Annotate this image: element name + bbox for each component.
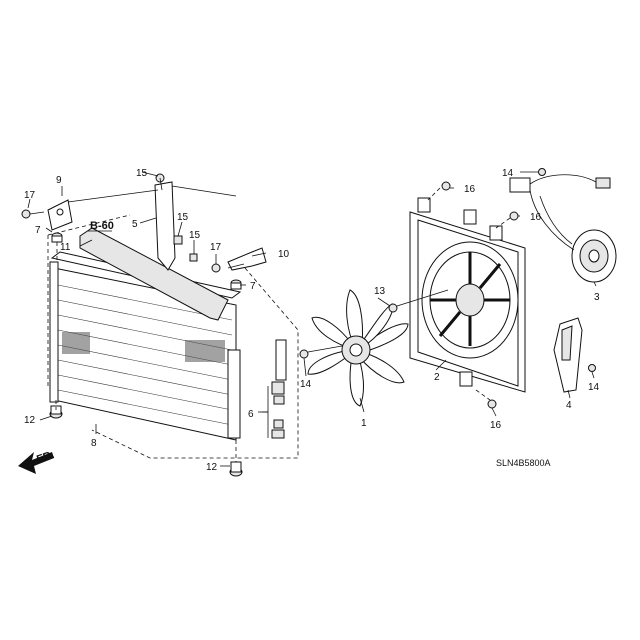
mount-cushion-upper-left [51,232,63,243]
callout-17-left: 17 [24,190,36,201]
front-label: FR. [35,449,56,466]
bolt-17-left [21,209,45,219]
fan-shroud [409,197,526,393]
callout-12-right: 12 [206,462,218,473]
callout-8: 8 [91,438,97,449]
screw-14-right [588,364,596,372]
bolt-17-right [211,263,221,273]
front-arrow-icon [18,452,54,474]
bracket-4 [553,317,583,393]
callout-4: 4 [566,400,572,411]
callout-13: 13 [374,286,386,297]
seal-strip [79,227,229,321]
callout-7-left: 7 [35,225,41,236]
callout-7-right: 7 [250,281,256,292]
callout-10: 10 [278,249,290,260]
receiver-drier [227,349,241,439]
callout-6: 6 [248,409,254,420]
callout-11: 11 [60,242,71,253]
bolt-15-low [189,253,198,262]
bracket-10 [227,247,267,271]
cooling-fan [307,289,409,407]
bolt-13 [388,289,449,313]
mount-cushion-upper-right [230,279,242,290]
diagram-code: SLN4B5800A [496,458,551,468]
callout-14-right: 14 [588,382,600,393]
callout-16-right: 16 [530,212,542,223]
bolt-15-mid [173,235,183,245]
condenser-assembly [47,214,299,477]
bolt-16-right [509,211,519,221]
callout-12-left: 12 [24,415,36,426]
mount-cushion-right [229,461,243,477]
callout-17-right: 17 [210,242,222,253]
callout-14-top: 14 [502,168,514,179]
motor-connector [509,177,531,193]
callout-14-fan: 14 [300,379,312,390]
bracket-5 [154,181,176,271]
callout-9: 9 [56,175,62,186]
callout-3: 3 [594,292,600,303]
bolt-16-top [441,181,451,191]
callout-1: 1 [361,418,367,429]
callout-15-low: 15 [189,230,201,241]
pipe-6 [262,339,287,439]
fan-motor [509,174,617,283]
callout-16-top: 16 [464,184,476,195]
callout-16-bottom: 16 [490,420,502,431]
callout-15-mid: 15 [177,212,189,223]
bolt-16-bottom [487,399,497,409]
callout-2: 2 [434,372,440,383]
callout-15-top: 15 [136,168,148,179]
screw-14-top [520,168,546,176]
callout-5: 5 [132,219,138,230]
bracket-9 [47,199,73,231]
reference-label: B-60 [90,220,114,232]
